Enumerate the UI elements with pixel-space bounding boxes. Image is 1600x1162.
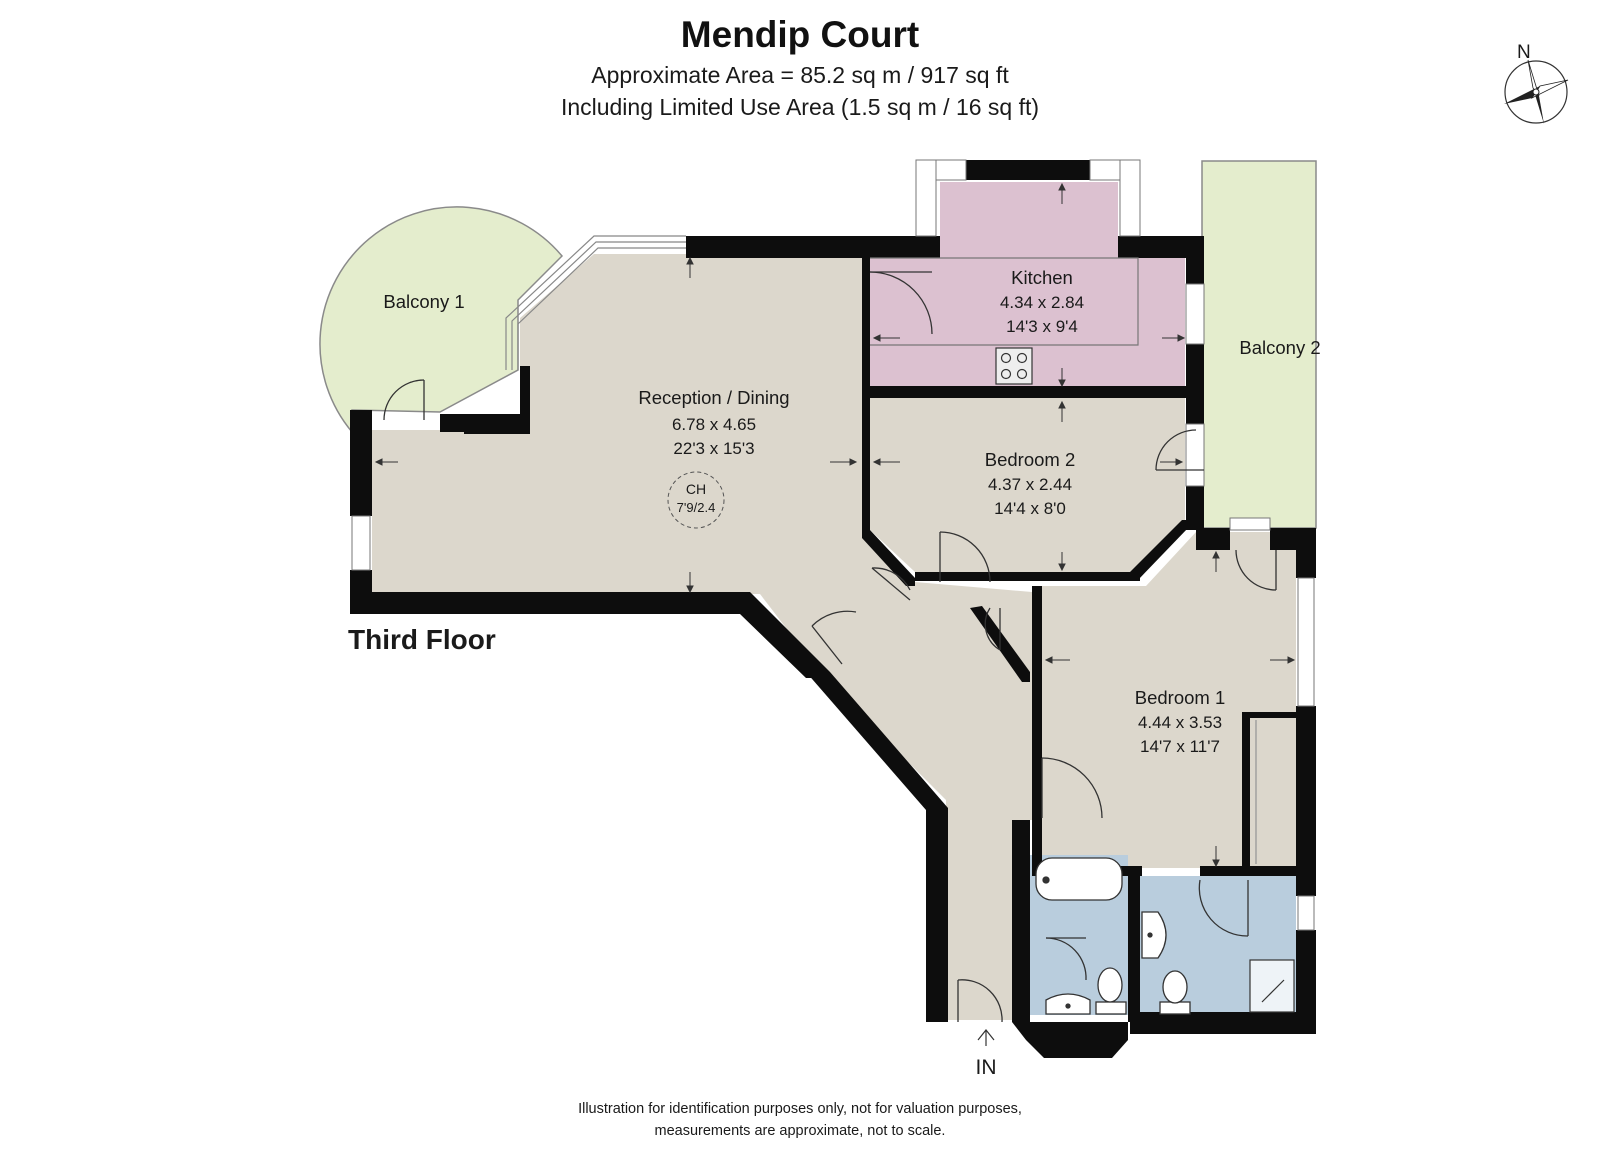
plan-title: Mendip Court bbox=[680, 14, 920, 55]
compass-icon bbox=[1504, 59, 1569, 124]
balcony2-name: Balcony 2 bbox=[1239, 337, 1320, 358]
balcony-2 bbox=[1201, 160, 1317, 529]
bath-icon bbox=[1035, 857, 1123, 901]
disclaimer-line-2: measurements are approximate, not to sca… bbox=[654, 1123, 946, 1139]
reception-floor bbox=[372, 254, 915, 630]
ceiling-height-label: CH bbox=[686, 481, 706, 497]
balcony1-name: Balcony 1 bbox=[383, 291, 464, 312]
kitchen-worktop bbox=[870, 257, 1139, 346]
kitchen-name: Kitchen bbox=[1011, 267, 1073, 288]
ceiling-height-value: 7'9/2.4 bbox=[677, 500, 716, 515]
balcony-1 bbox=[319, 206, 564, 435]
windows bbox=[351, 159, 1315, 931]
disclaimer-line-1: Illustration for identification purposes… bbox=[578, 1101, 1022, 1117]
entrance-arrow-icon bbox=[977, 1029, 995, 1046]
bedroom2-metric: 4.37 x 2.44 bbox=[988, 475, 1072, 494]
north-label: N bbox=[1517, 42, 1531, 63]
kitchen-floor bbox=[862, 258, 1185, 386]
bedroom2-imperial: 14'4 x 8'0 bbox=[994, 499, 1066, 518]
kitchen-bay bbox=[940, 182, 1118, 258]
reception-metric: 6.78 x 4.65 bbox=[672, 415, 756, 434]
reception-angled-window bbox=[505, 235, 686, 370]
measurement-arrows bbox=[374, 182, 1296, 868]
toilet-icon bbox=[1095, 967, 1127, 1015]
basin-icon bbox=[1045, 993, 1091, 1015]
bedroom1-imperial: 14'7 x 11'7 bbox=[1140, 737, 1220, 756]
bedroom1-name: Bedroom 1 bbox=[1135, 687, 1226, 708]
bedroom1-floor bbox=[1040, 532, 1296, 868]
bedroom2-floor bbox=[870, 398, 1185, 572]
bedroom1-metric: 4.44 x 3.53 bbox=[1138, 713, 1222, 732]
hallway-floor bbox=[760, 582, 1032, 1020]
hob-icon bbox=[995, 347, 1033, 385]
bedroom2-name: Bedroom 2 bbox=[985, 449, 1076, 470]
floor-label: Third Floor bbox=[348, 624, 496, 655]
reception-name: Reception / Dining bbox=[638, 387, 789, 408]
basin-ensuite-icon bbox=[1141, 911, 1167, 959]
limited-use-area: Including Limited Use Area (1.5 sq m / 1… bbox=[560, 94, 1040, 120]
kitchen-imperial: 14'3 x 9'4 bbox=[1006, 317, 1078, 336]
kitchen-metric: 4.34 x 2.84 bbox=[1000, 293, 1084, 312]
ceiling-height-marker bbox=[667, 471, 725, 529]
doors bbox=[383, 271, 1277, 1023]
toilet-ensuite-icon bbox=[1159, 970, 1191, 1015]
entrance-label: IN bbox=[976, 1056, 997, 1079]
approximate-area: Approximate Area = 85.2 sq m / 917 sq ft bbox=[591, 62, 1009, 88]
shower-icon bbox=[1249, 959, 1295, 1013]
walls bbox=[350, 160, 1316, 1058]
reception-imperial: 22'3 x 15'3 bbox=[673, 439, 754, 458]
